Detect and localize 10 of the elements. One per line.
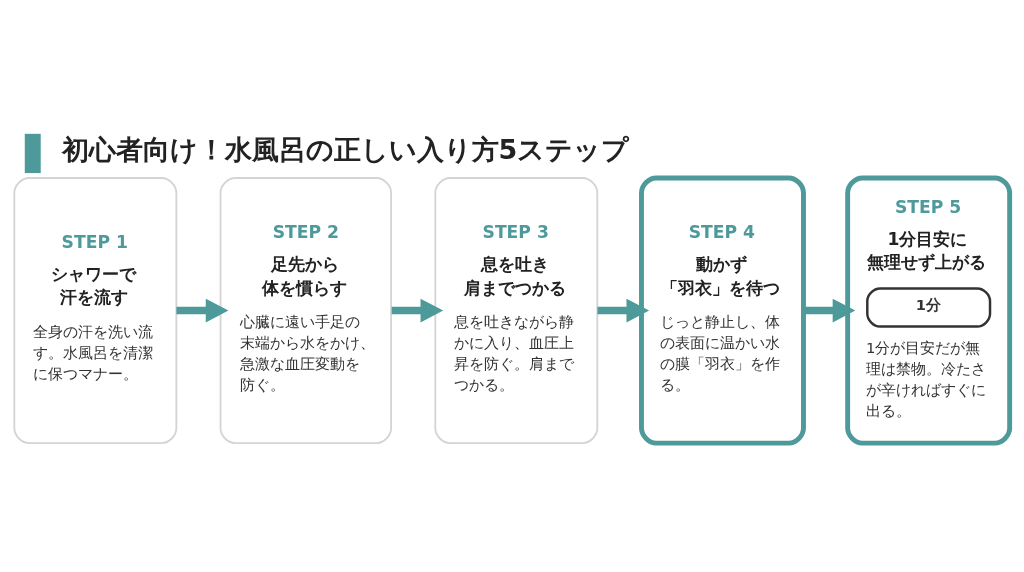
node-box: STEP 5 1分目安に無理せず上がる 1分 1分が目安だが無理は禁物。冷たさが辛ければすぐに出る。 (845, 175, 1013, 446)
arrow (176, 298, 229, 323)
arrow (803, 298, 856, 323)
node-box: STEP 3 息を吐き肩までつかる 息を吐きながら静かに入り、血圧上昇を防ぐ。肩までつかる。 (434, 177, 599, 444)
arrow (597, 298, 650, 323)
node-box: STEP 1 シャワーで汗を流す 全身の汗を洗い流す。水風呂を清潔に保つマナー。 (13, 177, 178, 444)
node-box: STEP 4 動かず「羽衣」を待つ じっと静止し、体の表面に温かい水の膜「羽衣」を作る。 (639, 175, 806, 446)
diagram-title: 初心者向け！水風呂の正しい入り方5ステップ (61, 134, 630, 166)
node-box: STEP 2 足先から体を慣らす 心臓に遠い手足の末端から水をかけ、急激な血圧変動を防ぐ。 (219, 177, 393, 444)
arrow (391, 298, 444, 323)
